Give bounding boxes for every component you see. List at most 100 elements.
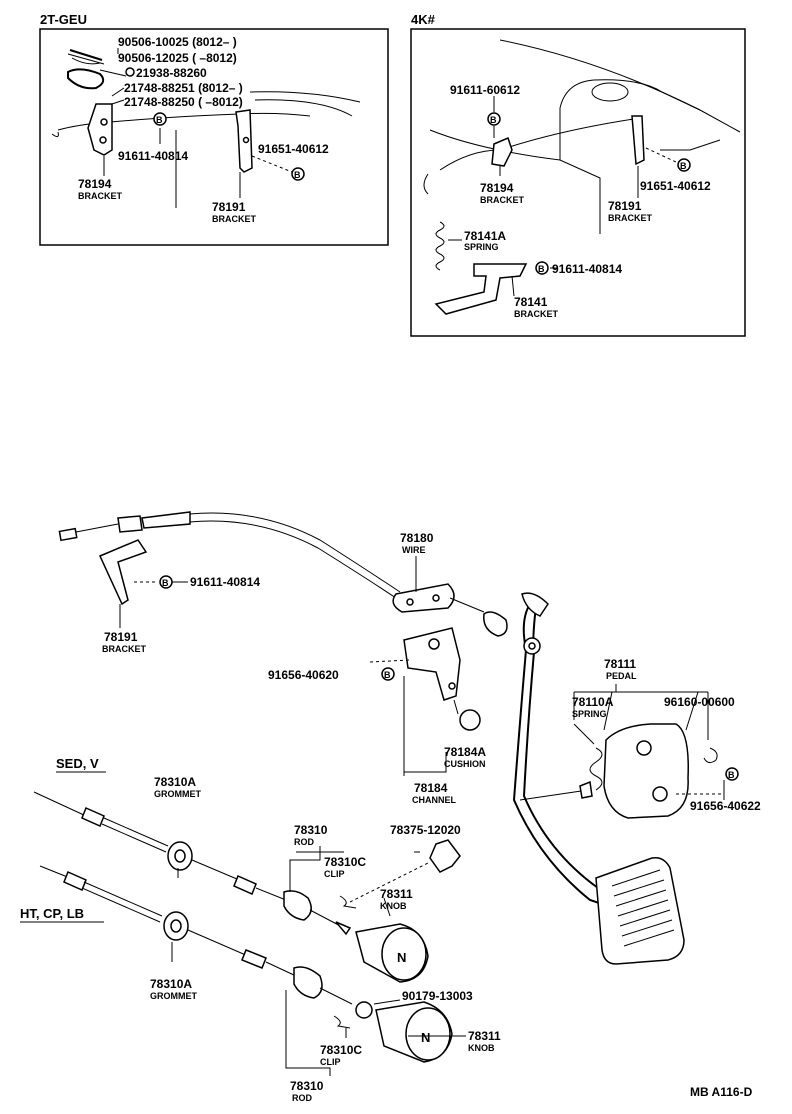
label-cushion: CUSHION: [444, 759, 486, 769]
label-sed-v: SED, V: [56, 756, 99, 771]
label-78310c-1: 78310C: [324, 855, 366, 869]
box-2t-title: 2T-GEU: [40, 12, 87, 27]
label-grommet-2: GROMMET: [150, 991, 197, 1001]
bracket-78191-4k: [631, 115, 645, 166]
label-bracket-2t-a: BRACKET: [78, 191, 123, 201]
label-90506-10025: 90506-10025 (8012– ): [118, 35, 237, 49]
bolt-icon: [153, 112, 167, 126]
label-rod-2: ROD: [292, 1093, 313, 1103]
label-91651-40612-2t: 91651-40612: [258, 142, 329, 156]
label-bracket-main: BRACKET: [102, 644, 147, 654]
nut-90179-icon: [355, 1001, 373, 1019]
label-78310-2: 78310: [290, 1079, 324, 1093]
pedal-bracket: [603, 723, 689, 819]
label-78141a: 78141A: [464, 229, 506, 243]
main-assembly: B B B: [20, 511, 739, 1076]
bolt-icon: [535, 261, 549, 275]
label-knob-1: KNOB: [380, 901, 407, 911]
label-78311-1: 78311: [380, 887, 413, 901]
label-clip-2: CLIP: [320, 1057, 341, 1067]
bolt-glyph: B: [490, 115, 497, 125]
box-4k-title: 4K#: [411, 12, 436, 27]
rod-assembly-sed: [33, 791, 461, 983]
label-91651-40612-4k: 91651-40612: [640, 179, 711, 193]
label-78310-1: 78310: [294, 823, 328, 837]
label-78184: 78184: [414, 781, 448, 795]
spring-clip-icon: [67, 53, 105, 65]
label-grommet-1: GROMMET: [154, 789, 201, 799]
label-bracket-4k-c: BRACKET: [514, 309, 559, 319]
label-91611-40814-2t: 91611-40814: [118, 149, 188, 163]
bolt-icon: [725, 767, 739, 781]
label-78191-main: 78191: [104, 630, 138, 644]
label-bracket-4k-a: BRACKET: [480, 195, 525, 205]
label-78311-2: 78311: [468, 1029, 501, 1043]
label-channel: CHANNEL: [412, 795, 457, 805]
label-78310c-2: 78310C: [320, 1043, 362, 1057]
label-21748-88250: 21748-88250 ( –8012): [124, 95, 243, 109]
bolt-icon: [677, 158, 691, 172]
label-91611-40814-4k: 91611-40814: [552, 262, 622, 276]
cushion-78184a-icon: [459, 709, 481, 731]
clip-icon: [69, 49, 103, 61]
label-78191-4k: 78191: [608, 199, 642, 213]
pedal-arm: [512, 603, 609, 907]
spring-clip-78375-icon: [429, 839, 461, 873]
label-rod-1: ROD: [294, 837, 315, 847]
bolt-icon: [487, 112, 501, 126]
label-78184a: 78184A: [444, 745, 486, 759]
box-2t-geu: 2T-GEU B B 90506-10025 (8012– ) 90506-12…: [39, 12, 389, 246]
label-21748-88251: 21748-88251 (8012– ): [124, 81, 243, 95]
box-4k-frame: [410, 28, 746, 337]
label-90179-13003: 90179-13003: [402, 989, 473, 1003]
label-bracket-4k-b: BRACKET: [608, 213, 653, 223]
label-91611-40814-main: 91611-40814: [190, 575, 260, 589]
bracket-78141-4k: [434, 263, 528, 315]
label-78180: 78180: [400, 531, 434, 545]
bolt-glyph: B: [294, 170, 301, 180]
wire-78180: [58, 511, 508, 637]
label-spring-main: SPRING: [572, 709, 607, 719]
label-78375-12020: 78375-12020: [390, 823, 461, 837]
label-78194-4k: 78194: [480, 181, 514, 195]
label-78310a-2: 78310A: [150, 977, 192, 991]
knob-glyph: N: [421, 1030, 430, 1045]
spring-78110a-icon: [589, 747, 603, 791]
label-78310a-1: 78310A: [154, 775, 196, 789]
channel-78184: [403, 627, 461, 701]
label-78110a: 78110A: [572, 695, 614, 709]
bracket-78191-main: [98, 539, 148, 606]
label-96160-00600: 96160-00600: [664, 695, 735, 709]
clamp-icon: [67, 68, 105, 90]
box-4k: 4K# B B B 91611-60612 78194 BRACKET: [410, 12, 746, 337]
clip-78310c-icon: [339, 895, 357, 909]
clip-78310c-icon: [333, 1015, 351, 1029]
pedal-pad: [595, 856, 685, 965]
spring-78141a-icon: [435, 221, 445, 271]
label-78111: 78111: [604, 657, 636, 671]
label-91656-40620: 91656-40620: [268, 668, 339, 682]
knob-glyph: N: [397, 950, 406, 965]
label-78141: 78141: [514, 295, 548, 309]
label-pedal: PEDAL: [606, 671, 637, 681]
label-78191-2t: 78191: [212, 200, 246, 214]
bracket-78194-2t: [87, 103, 113, 156]
label-spring-4k: SPRING: [464, 242, 499, 252]
bolt-glyph: B: [156, 115, 163, 125]
bolt-glyph: B: [728, 770, 735, 780]
bolt-glyph: B: [680, 161, 687, 171]
label-21938-88260: 21938-88260: [136, 66, 207, 80]
bolt-icon: [381, 667, 395, 681]
label-bracket-2t-b: BRACKET: [212, 214, 257, 224]
bolt-glyph: B: [162, 578, 169, 588]
bracket-78194-4k: [491, 136, 513, 167]
reference-code: MB A116-D: [690, 1085, 753, 1099]
label-wire: WIRE: [402, 545, 426, 555]
label-91611-60612: 91611-60612: [450, 83, 520, 97]
label-78194-2t: 78194: [78, 177, 112, 191]
label-knob-2: KNOB: [468, 1043, 495, 1053]
box-2t-frame: [39, 28, 389, 246]
label-ht-cp-lb: HT, CP, LB: [20, 906, 84, 921]
rod-assembly-ht: [39, 865, 453, 1063]
